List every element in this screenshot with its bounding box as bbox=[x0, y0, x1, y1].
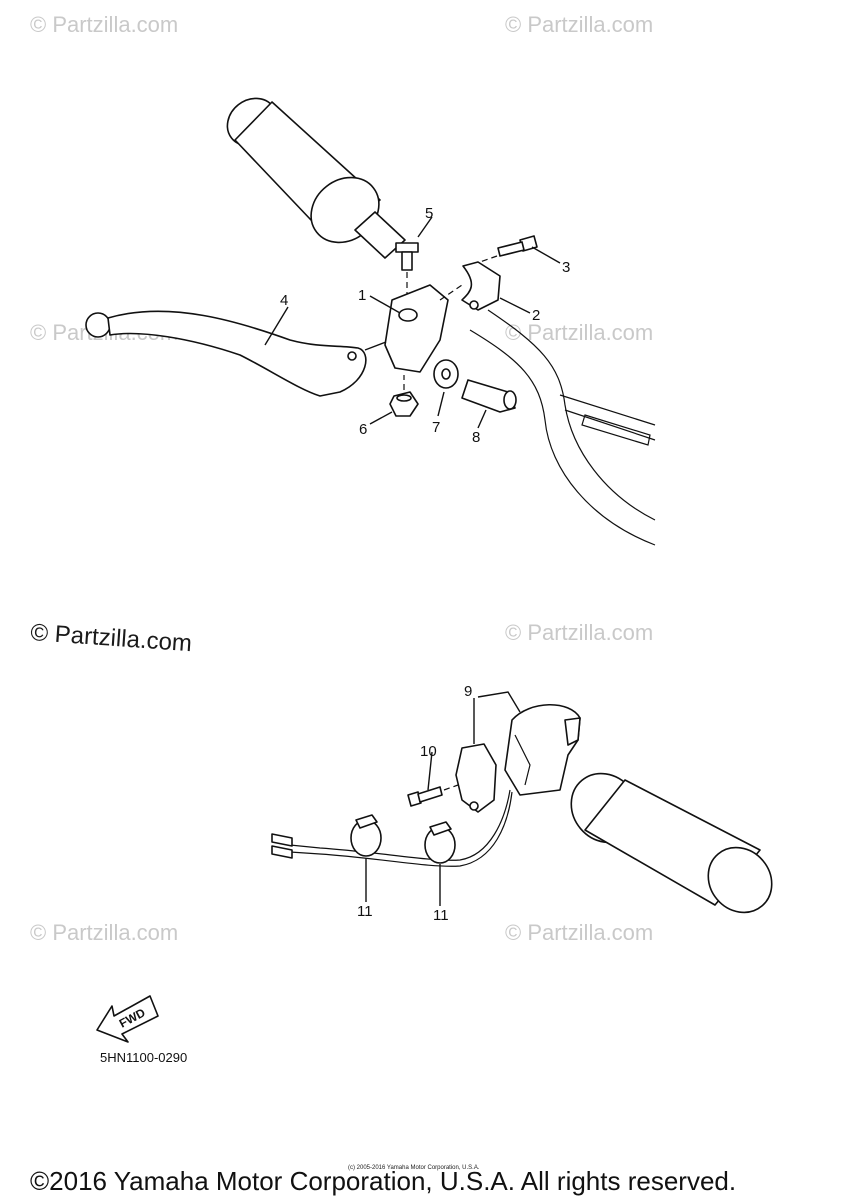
right-grip bbox=[570, 772, 773, 914]
callout-2: 2 bbox=[532, 307, 540, 324]
handlebar bbox=[469, 309, 656, 546]
left-grip bbox=[226, 97, 406, 259]
callout-1: 1 bbox=[358, 287, 366, 304]
small-copyright: (c) 2005-2016 Yamaha Motor Corporation, … bbox=[348, 1165, 480, 1171]
footer-copyright: ©2016 Yamaha Motor Corporation, U.S.A. A… bbox=[30, 1166, 736, 1196]
part-11-cable-tie-a bbox=[350, 814, 382, 857]
watermark-main: © Partzilla.com bbox=[30, 619, 193, 657]
part-10-screw bbox=[407, 784, 459, 807]
watermark: © Partzilla.com bbox=[505, 320, 653, 345]
diagram-code: 5HN1100-0290 bbox=[100, 1050, 187, 1065]
callout-9: 9 bbox=[464, 683, 472, 700]
callout-11-a: 11 bbox=[357, 903, 373, 920]
watermark: © Partzilla.com bbox=[30, 12, 178, 37]
callout-7: 7 bbox=[432, 419, 440, 436]
part-7-adjuster-nut bbox=[433, 359, 459, 389]
part-9-switch-upper bbox=[504, 703, 581, 796]
watermark: © Partzilla.com bbox=[505, 12, 653, 37]
watermark: © Partzilla.com bbox=[30, 920, 178, 945]
part-8-adjuster bbox=[461, 379, 517, 413]
callout-4: 4 bbox=[280, 292, 288, 309]
part-1-lever-holder bbox=[384, 284, 463, 373]
part-9-switch-lower bbox=[455, 743, 497, 813]
watermark: © Partzilla.com bbox=[505, 920, 653, 945]
part-6-nut bbox=[389, 375, 419, 417]
callout-10: 10 bbox=[420, 743, 437, 760]
callout-6: 6 bbox=[359, 421, 367, 438]
part-4-lever bbox=[85, 310, 367, 397]
part-11-cable-tie-b bbox=[424, 821, 456, 864]
part-2-clamp bbox=[461, 261, 501, 311]
fwd-arrow-icon: FWD bbox=[96, 995, 159, 1043]
callout-8: 8 bbox=[472, 429, 480, 446]
callout-11-b: 11 bbox=[433, 907, 449, 924]
part-3-bolt bbox=[479, 235, 538, 263]
part-5-bolt bbox=[395, 242, 419, 300]
callout-3: 3 bbox=[562, 259, 570, 276]
watermark: © Partzilla.com bbox=[505, 620, 653, 645]
callout-5: 5 bbox=[425, 205, 433, 222]
